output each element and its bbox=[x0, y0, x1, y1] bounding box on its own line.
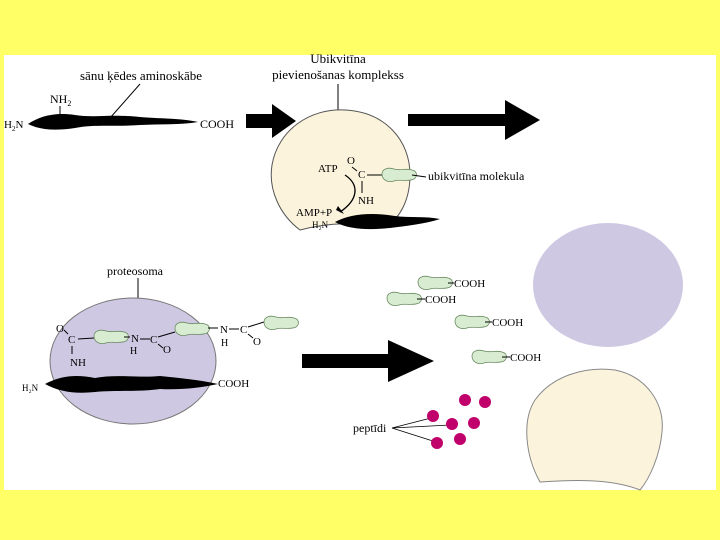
h-right-label: H bbox=[221, 338, 228, 349]
c-right-label: C bbox=[240, 324, 247, 336]
peptide-dot bbox=[468, 417, 480, 429]
free-ubiquitin-4 bbox=[471, 349, 507, 365]
nh-left-label: NH bbox=[70, 357, 86, 369]
peptide-dot bbox=[479, 396, 491, 408]
peptide-dot bbox=[454, 433, 466, 445]
arrow-to-products bbox=[302, 340, 434, 382]
c-left-label: C bbox=[68, 334, 75, 346]
n-mid-label: N bbox=[131, 333, 139, 345]
label-ubiquitin-molecule: ubikvitīna molekula bbox=[428, 169, 525, 183]
peptide-dot bbox=[427, 410, 439, 422]
c-o-bond bbox=[351, 166, 358, 172]
complex-title-line1: Ubikvitīna bbox=[310, 51, 366, 66]
peptide-dot bbox=[431, 437, 443, 449]
label-side-chain-amino-acid: sānu ķēdes aminoskābe bbox=[80, 68, 202, 83]
substrate-protein-top bbox=[28, 114, 198, 130]
proteasome-released bbox=[533, 223, 683, 347]
cooh-proteasome-label: COOH bbox=[218, 378, 249, 390]
bond-c-ubq2 bbox=[157, 331, 176, 338]
peptide-dot bbox=[459, 394, 471, 406]
c-label: C bbox=[358, 169, 365, 181]
substrate-protein-bound bbox=[335, 214, 440, 230]
complex-released bbox=[526, 368, 663, 491]
o-right-label: O bbox=[253, 336, 261, 348]
arrow-to-complex bbox=[246, 104, 296, 138]
label-peptides: peptīdi bbox=[353, 421, 387, 435]
amp-label: AMP+P bbox=[296, 207, 332, 219]
nh-label: NH bbox=[358, 195, 374, 207]
h2n-complex-label: H₂N bbox=[312, 220, 329, 230]
bond-c-ubq1 bbox=[77, 337, 95, 340]
h-mid-label: H bbox=[130, 346, 137, 357]
h2n-top-label: H2N bbox=[4, 119, 23, 133]
leader-ubiquitin bbox=[411, 174, 427, 178]
label-proteasome: proteosoma bbox=[107, 264, 164, 278]
o-mid-label: O bbox=[163, 344, 171, 356]
bond-c-ubq3 bbox=[247, 321, 265, 328]
o-top-label: O bbox=[347, 155, 355, 167]
h2n-proteasome-label: H₂N bbox=[22, 383, 39, 393]
proteasome bbox=[49, 297, 217, 425]
ubiquitin-chain-3 bbox=[263, 315, 299, 331]
leader-peptide-3 bbox=[391, 427, 437, 443]
free-ubiquitin-3 bbox=[454, 314, 490, 330]
ubiquitin-attached bbox=[381, 167, 417, 183]
bond-o-c-left bbox=[63, 329, 69, 335]
free-ubiquitin-2 bbox=[386, 291, 422, 307]
n-right-label: N bbox=[220, 324, 228, 336]
reaction-curve-arrow bbox=[339, 174, 356, 213]
cooh-top-label: COOH bbox=[200, 117, 234, 131]
free-ubq1-cooh: COOH bbox=[454, 278, 485, 290]
free-ubq2-cooh: COOH bbox=[425, 294, 456, 306]
nh2-top-label: NH2 bbox=[50, 92, 71, 108]
ubiquitin-chain-2 bbox=[174, 321, 210, 337]
c-mid-label: C bbox=[150, 334, 157, 346]
leader-side-chain bbox=[109, 83, 141, 119]
atp-label: ATP bbox=[318, 163, 338, 175]
ubiquitin-chain-1 bbox=[93, 329, 129, 345]
peptide-dot bbox=[446, 418, 458, 430]
reaction-arrowhead bbox=[336, 206, 344, 214]
substrate-protein-degrading bbox=[45, 376, 218, 393]
o-left-label: O bbox=[56, 323, 64, 335]
free-ubq3-cooh: COOH bbox=[492, 317, 523, 329]
free-ubq4-cooh: COOH bbox=[510, 352, 541, 364]
free-ubiquitin-1 bbox=[417, 275, 453, 291]
bond-c-o-right bbox=[247, 333, 254, 339]
arrow-to-proteasome bbox=[408, 100, 540, 140]
leader-peptide-2 bbox=[391, 424, 451, 429]
leader-peptide-1 bbox=[391, 417, 432, 429]
bond-c-o-mid bbox=[157, 343, 164, 349]
complex-title-line2: pievienošanas komplekss bbox=[272, 67, 404, 82]
